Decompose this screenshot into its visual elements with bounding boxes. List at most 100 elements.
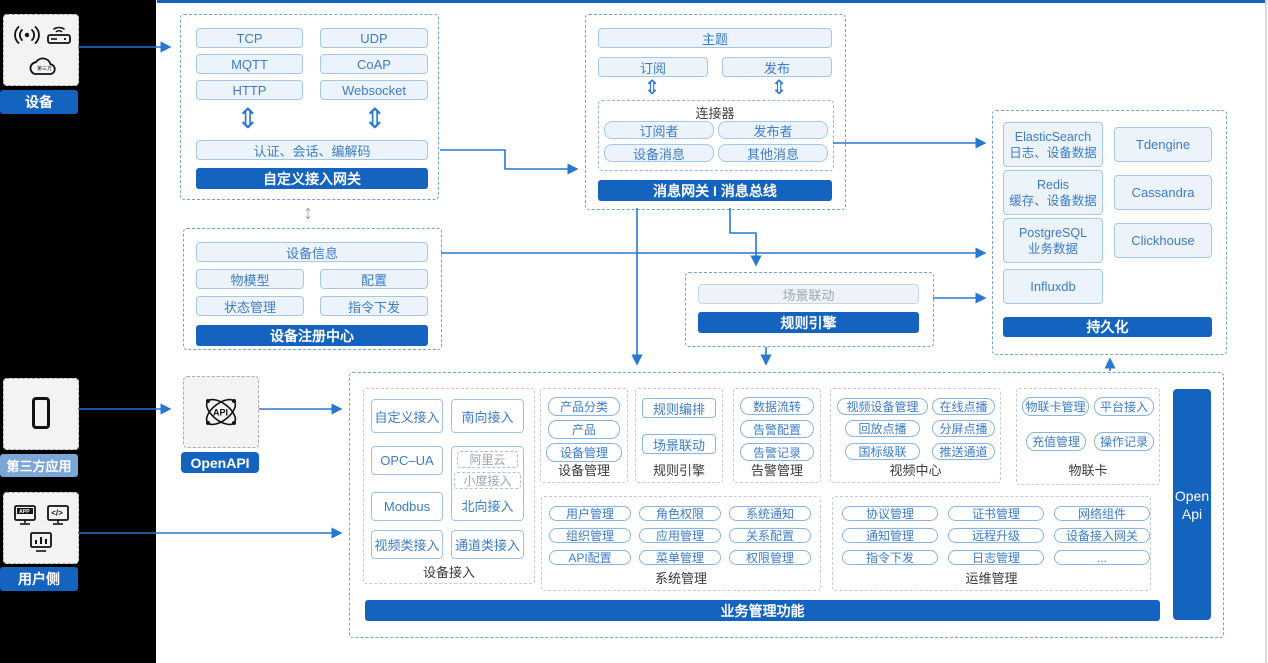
business-footer-bar: 业务管理功能 [365,600,1160,621]
message-bus-title-bar: 消息网关 I 消息总线 [598,180,832,201]
pill-notice-mgmt: 通知管理 [842,528,938,543]
scene-linkage-item: 场景联动 [698,284,919,304]
store-desc: 日志、设备数据 [1009,145,1097,160]
device-badge: 设备 [0,90,78,114]
protocol-coap: CoAP [320,54,428,74]
publish-item: 发布 [722,57,832,77]
pill-scene-linkage: 场景联动 [642,434,716,454]
pill-recharge-mgmt: 充值管理 [1026,432,1086,451]
protocol-tcp: TCP [196,28,303,48]
registry-command-dispatch: 指令下发 [320,296,428,316]
device-label: 设备 [25,94,53,110]
router-icon [47,26,71,44]
custom-gateway-title-bar: 自定义接入网关 [196,168,428,189]
store-desc: 业务数据 [1027,241,1078,256]
store-redis: Redis 缓存、设备数据 [1003,170,1103,215]
registry-thing-model: 物模型 [196,269,304,289]
pill-operation-record: 操作记录 [1094,432,1154,451]
openapi-badge: OpenAPI [181,452,259,473]
panel-ops-label: 运维管理 [965,570,1018,586]
updown-arrow-icon: ⇕ [770,77,788,99]
store-tdengine: Tdengine [1114,127,1212,162]
panel-iot-card-label: 物联卡 [1068,462,1108,478]
third-party-icon-box [3,378,79,450]
store-name: Influxdb [1030,278,1076,294]
registry-status-mgmt: 状态管理 [196,296,304,316]
pill-app-mgmt: 应用管理 [639,528,721,543]
gray-updown-arrow-icon: ↕ [303,202,313,224]
device-icon-box: 第三方 [3,14,79,86]
pill-iot-card-mgmt: 物联卡管理 [1022,397,1089,416]
pill-push-channel: 推送通道 [932,443,995,460]
panel-system-label: 系统管理 [654,570,707,586]
pill-api-config: API配置 [549,550,631,565]
openapi-icon-box: API [183,376,259,448]
store-name: ElasticSearch [1014,129,1092,144]
protocol-udp: UDP [320,28,428,48]
pill-permission-mgmt: 权限管理 [729,550,811,565]
pill-playback: 回放点播 [845,420,920,437]
access-opcua: OPC–UA [371,446,443,475]
access-channel: 通道类接入 [451,530,524,559]
access-xiaodu: 小度接入 [454,472,521,489]
connector-title: 连接器 [695,106,735,121]
pill-user-mgmt: 用户管理 [549,506,631,521]
open-api-line1: Open [1174,487,1210,504]
pill-log-mgmt: 日志管理 [948,550,1044,565]
pill-platform-access: 平台接入 [1094,397,1154,416]
access-custom: 自定义接入 [371,399,443,433]
registry-config: 配置 [320,269,428,289]
pill-product-category: 产品分类 [548,397,620,416]
device-registry-box [183,228,442,350]
rule-engine-title-bar: 规则引擎 [698,312,919,333]
app-icon: APP [14,505,36,525]
panel-video [830,388,1001,483]
pill-command-dispatch: 指令下发 [842,550,938,565]
pill-more: ... [1054,550,1150,565]
topic-item: 主题 [598,28,832,48]
open-api-bar: Open Api [1173,389,1211,620]
code-icon: </> [47,505,69,525]
pill-split-screen: 分屏点播 [932,420,995,437]
dashboard-icon [30,532,52,552]
pill-data-flow: 数据流转 [740,397,814,415]
store-name: Redis [1037,177,1069,192]
pill-alarm-record: 告警记录 [740,443,814,461]
store-clickhouse: Clickhouse [1114,223,1212,258]
store-name: Cassandra [1131,184,1195,200]
connector-device-msg: 设备消息 [604,144,714,162]
store-desc: 缓存、设备数据 [1009,193,1097,208]
store-cassandra: Cassandra [1114,175,1212,210]
cloud-icon: 第三方 [29,57,56,75]
pill-rule-orchestration: 规则编排 [642,398,716,418]
panel-device-access-label: 设备接入 [422,564,475,580]
pill-device-access-gw: 设备接入网关 [1054,528,1150,543]
access-video: 视频类接入 [371,530,443,559]
open-api-line2: Api [1181,505,1203,522]
signal-icon [14,26,40,44]
store-name: Clickhouse [1131,232,1195,248]
updown-arrow-icon: ⇕ [643,77,661,99]
third-party-badge: 第三方应用 [0,454,78,477]
pill-network-component: 网络组件 [1054,506,1150,521]
persistence-box [992,110,1227,355]
protocol-mqtt: MQTT [196,54,303,74]
pill-menu-mgmt: 菜单管理 [639,550,721,565]
pill-relation-config: 关系配置 [729,528,811,543]
pill-gb-cascade: 国标级联 [845,443,920,460]
store-influxdb: Influxdb [1003,269,1103,304]
access-aliyun: 阿里云 [457,451,518,468]
access-southbound: 南向接入 [451,399,524,433]
panel-iot-card [1016,388,1160,485]
pill-protocol-mgmt: 协议管理 [842,506,938,521]
updown-arrow-icon: ⇕ [363,103,387,134]
persistence-title-bar: 持久化 [1003,317,1212,337]
svg-text:APP: APP [19,509,30,515]
third-party-label: 第三方应用 [6,459,72,474]
pill-video-device-mgmt: 视频设备管理 [837,398,928,415]
pill-device-mgmt: 设备管理 [546,443,622,462]
pill-product: 产品 [548,420,620,439]
panel-alarm-label: 告警管理 [750,462,803,478]
registry-device-info: 设备信息 [196,242,428,262]
